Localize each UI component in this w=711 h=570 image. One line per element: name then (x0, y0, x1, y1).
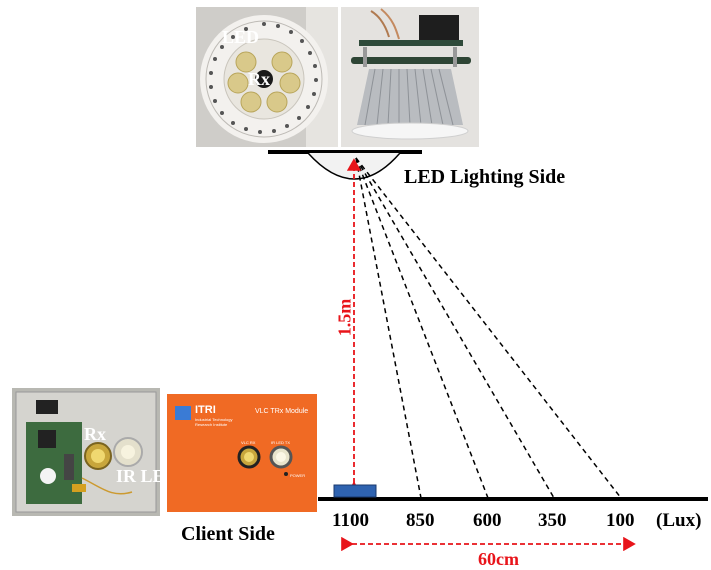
distance-label: 60cm (478, 549, 519, 569)
led-lamp-front-photo: LED Rx (196, 7, 338, 147)
client-side-label: Client Side (181, 523, 275, 545)
vlc-module-drawing (165, 388, 318, 516)
module-title: VLC TRx Module (255, 408, 309, 415)
led-label: LED (222, 27, 260, 47)
beam-850 (355, 157, 422, 499)
led-lamp-side-drawing (341, 7, 479, 147)
lux-value-350: 350 (538, 510, 567, 531)
itri-logo-icon (175, 406, 191, 420)
power-label: POWER (290, 473, 306, 478)
vlc-module-photo: ITRI Industrial Technology Research Inst… (165, 388, 318, 516)
ir-led-label: IR LED (116, 466, 160, 486)
client-pcb-drawing (12, 388, 160, 516)
lux-value-600: 600 (473, 510, 502, 531)
led-lamp-front-drawing (196, 7, 338, 147)
lux-value-1100: 1100 (332, 510, 369, 531)
light-beams (355, 157, 622, 499)
lighting-side-label: LED Lighting Side (404, 166, 566, 188)
led-lamp-side-photo (341, 7, 479, 147)
beam-600 (355, 157, 489, 499)
lux-value-850: 850 (406, 510, 435, 531)
beam-100 (355, 157, 622, 499)
lux-value-100: 100 (606, 510, 635, 531)
receiver-block (333, 484, 377, 498)
height-label: 1.5m (334, 298, 355, 337)
module-brand: ITRI (195, 404, 216, 416)
rx-label-client: Rx (84, 424, 106, 444)
module-org: Industrial Technology Research Institute (195, 417, 233, 427)
client-pcb-photo: Rx IR LED (12, 388, 160, 516)
lux-unit: (Lux) (656, 510, 702, 531)
port-vlc-label: VLC RX (241, 440, 256, 445)
rx-label-top: Rx (248, 69, 270, 89)
port-ir-label: IR LED TX (271, 440, 291, 445)
beam-350 (355, 157, 555, 499)
